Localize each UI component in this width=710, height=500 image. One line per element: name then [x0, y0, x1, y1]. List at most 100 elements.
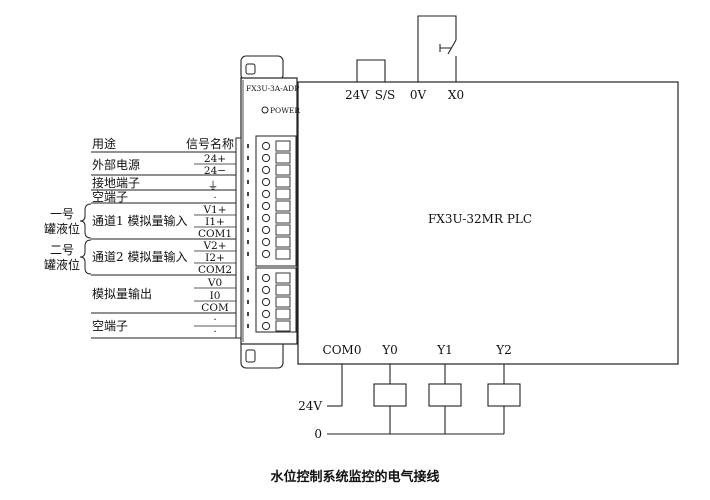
terminal-screw [261, 213, 271, 223]
terminal-slot [275, 200, 291, 212]
terminal-marker [247, 240, 249, 244]
terminal-screw [261, 309, 271, 319]
signal-empty-3: · [213, 326, 216, 338]
terminal-screw [261, 297, 271, 307]
power-led-icon [261, 106, 269, 114]
terminal-0v: 0V [410, 88, 427, 102]
terminal-slot [275, 176, 291, 188]
plc-body [297, 81, 679, 365]
terminal-slot [275, 212, 291, 224]
terminal-screw [261, 273, 271, 283]
terminal-com0: COM0 [323, 343, 362, 357]
signal-v1plus: V1+ [202, 204, 226, 216]
terminal-marker [247, 288, 249, 292]
terminal-screw [261, 249, 271, 259]
terminal-screw [261, 285, 271, 295]
usage-empty-1: 空端子 [92, 190, 128, 204]
terminal-screw [261, 153, 271, 163]
terminal-marker [247, 168, 249, 172]
signal-v2plus: V2+ [202, 240, 226, 252]
terminal-slot [275, 140, 291, 152]
terminal-marker [247, 156, 249, 160]
terminal-marker [247, 276, 249, 280]
ground-icon: ⏚ [208, 180, 219, 192]
terminal-screw [261, 189, 271, 199]
relay-coil-y0 [373, 383, 407, 407]
tank2-label-line1: 二号 [50, 243, 74, 257]
terminal-marker [247, 216, 249, 220]
terminal-y0: Y0 [381, 343, 398, 357]
terminal-x0: X0 [448, 88, 464, 102]
signal-empty-2: · [213, 314, 216, 326]
tank1-label-line1: 一号 [50, 207, 74, 221]
terminal-marker [247, 192, 249, 196]
power-led-label: POWER [270, 106, 300, 115]
tank2-brace [79, 239, 92, 275]
table-header-signal: 信号名称 [186, 136, 234, 151]
usage-analog-output: 模拟量输出 [92, 286, 152, 301]
signal-com1: COM1 [198, 228, 232, 240]
relay-coil-y1 [428, 383, 462, 407]
terminal-slot [275, 152, 291, 164]
signal-com: COM [201, 302, 229, 314]
terminal-marker [247, 324, 249, 328]
terminal-marker [247, 228, 249, 232]
signal-i0: I0 [210, 290, 221, 302]
terminal-screw [261, 165, 271, 175]
signal-v0: V0 [207, 277, 222, 289]
terminal-24v: 24V [345, 88, 369, 102]
terminal-y2: Y2 [495, 343, 512, 357]
terminal-slot [275, 188, 291, 200]
signal-i2plus: I2+ [205, 252, 225, 264]
terminal-slot [275, 296, 291, 308]
supply-0-label: 0 [314, 427, 322, 441]
x0-switch [417, 15, 457, 82]
terminal-ss: S/S [375, 88, 395, 102]
adapter-terminals [247, 140, 291, 332]
signal-24plus: 24+ [204, 153, 226, 165]
diagram-caption: 水位控制系统监控的电气接线 [270, 470, 440, 485]
signal-i1plus: I1+ [205, 216, 225, 228]
signal-table [91, 151, 236, 339]
terminal-slot [275, 308, 291, 320]
tank1-brace [79, 203, 92, 239]
terminal-marker [247, 180, 249, 184]
terminal-marker [247, 204, 249, 208]
adapter-model-label: FX3U-3A-ADP [246, 84, 299, 93]
signal-empty-1: · [213, 192, 216, 204]
signal-com2: COM2 [198, 264, 232, 276]
terminal-screw [261, 321, 271, 331]
terminal-screw [261, 141, 271, 151]
terminal-y1: Y1 [436, 343, 453, 357]
terminal-screw [261, 225, 271, 235]
usage-empty-2: 空端子 [92, 319, 128, 333]
tank1-label-line2: 罐液位 [44, 221, 80, 236]
usage-external-power: 外部电源 [92, 157, 140, 172]
terminal-slot [275, 272, 291, 284]
terminal-marker [247, 252, 249, 256]
relay-coil-y2 [487, 383, 521, 407]
tank2-label-line2: 罐液位 [44, 257, 80, 272]
terminal-slot [275, 284, 291, 296]
supply-24v-label: 24V [298, 399, 322, 413]
usage-channel1: 通道1 模拟量输入 [92, 213, 187, 228]
output-wiring [327, 364, 505, 435]
usage-channel2: 通道2 模拟量输入 [92, 249, 187, 264]
jumper-24v-ss [356, 59, 386, 82]
terminal-slot [275, 224, 291, 236]
terminal-screw [261, 201, 271, 211]
terminal-screw [261, 237, 271, 247]
terminal-slot [275, 164, 291, 176]
terminal-screw [261, 177, 271, 187]
terminal-marker [247, 312, 249, 316]
terminal-marker [247, 300, 249, 304]
terminal-slot [275, 248, 291, 260]
usage-ground: 接地端子 [92, 175, 140, 190]
plc-model-label: FX3U-32MR PLC [428, 212, 532, 226]
table-header-usage: 用途 [92, 136, 116, 151]
signal-24minus: 24− [204, 165, 226, 177]
terminal-slot [275, 320, 291, 332]
terminal-marker [247, 144, 249, 148]
terminal-slot [275, 236, 291, 248]
